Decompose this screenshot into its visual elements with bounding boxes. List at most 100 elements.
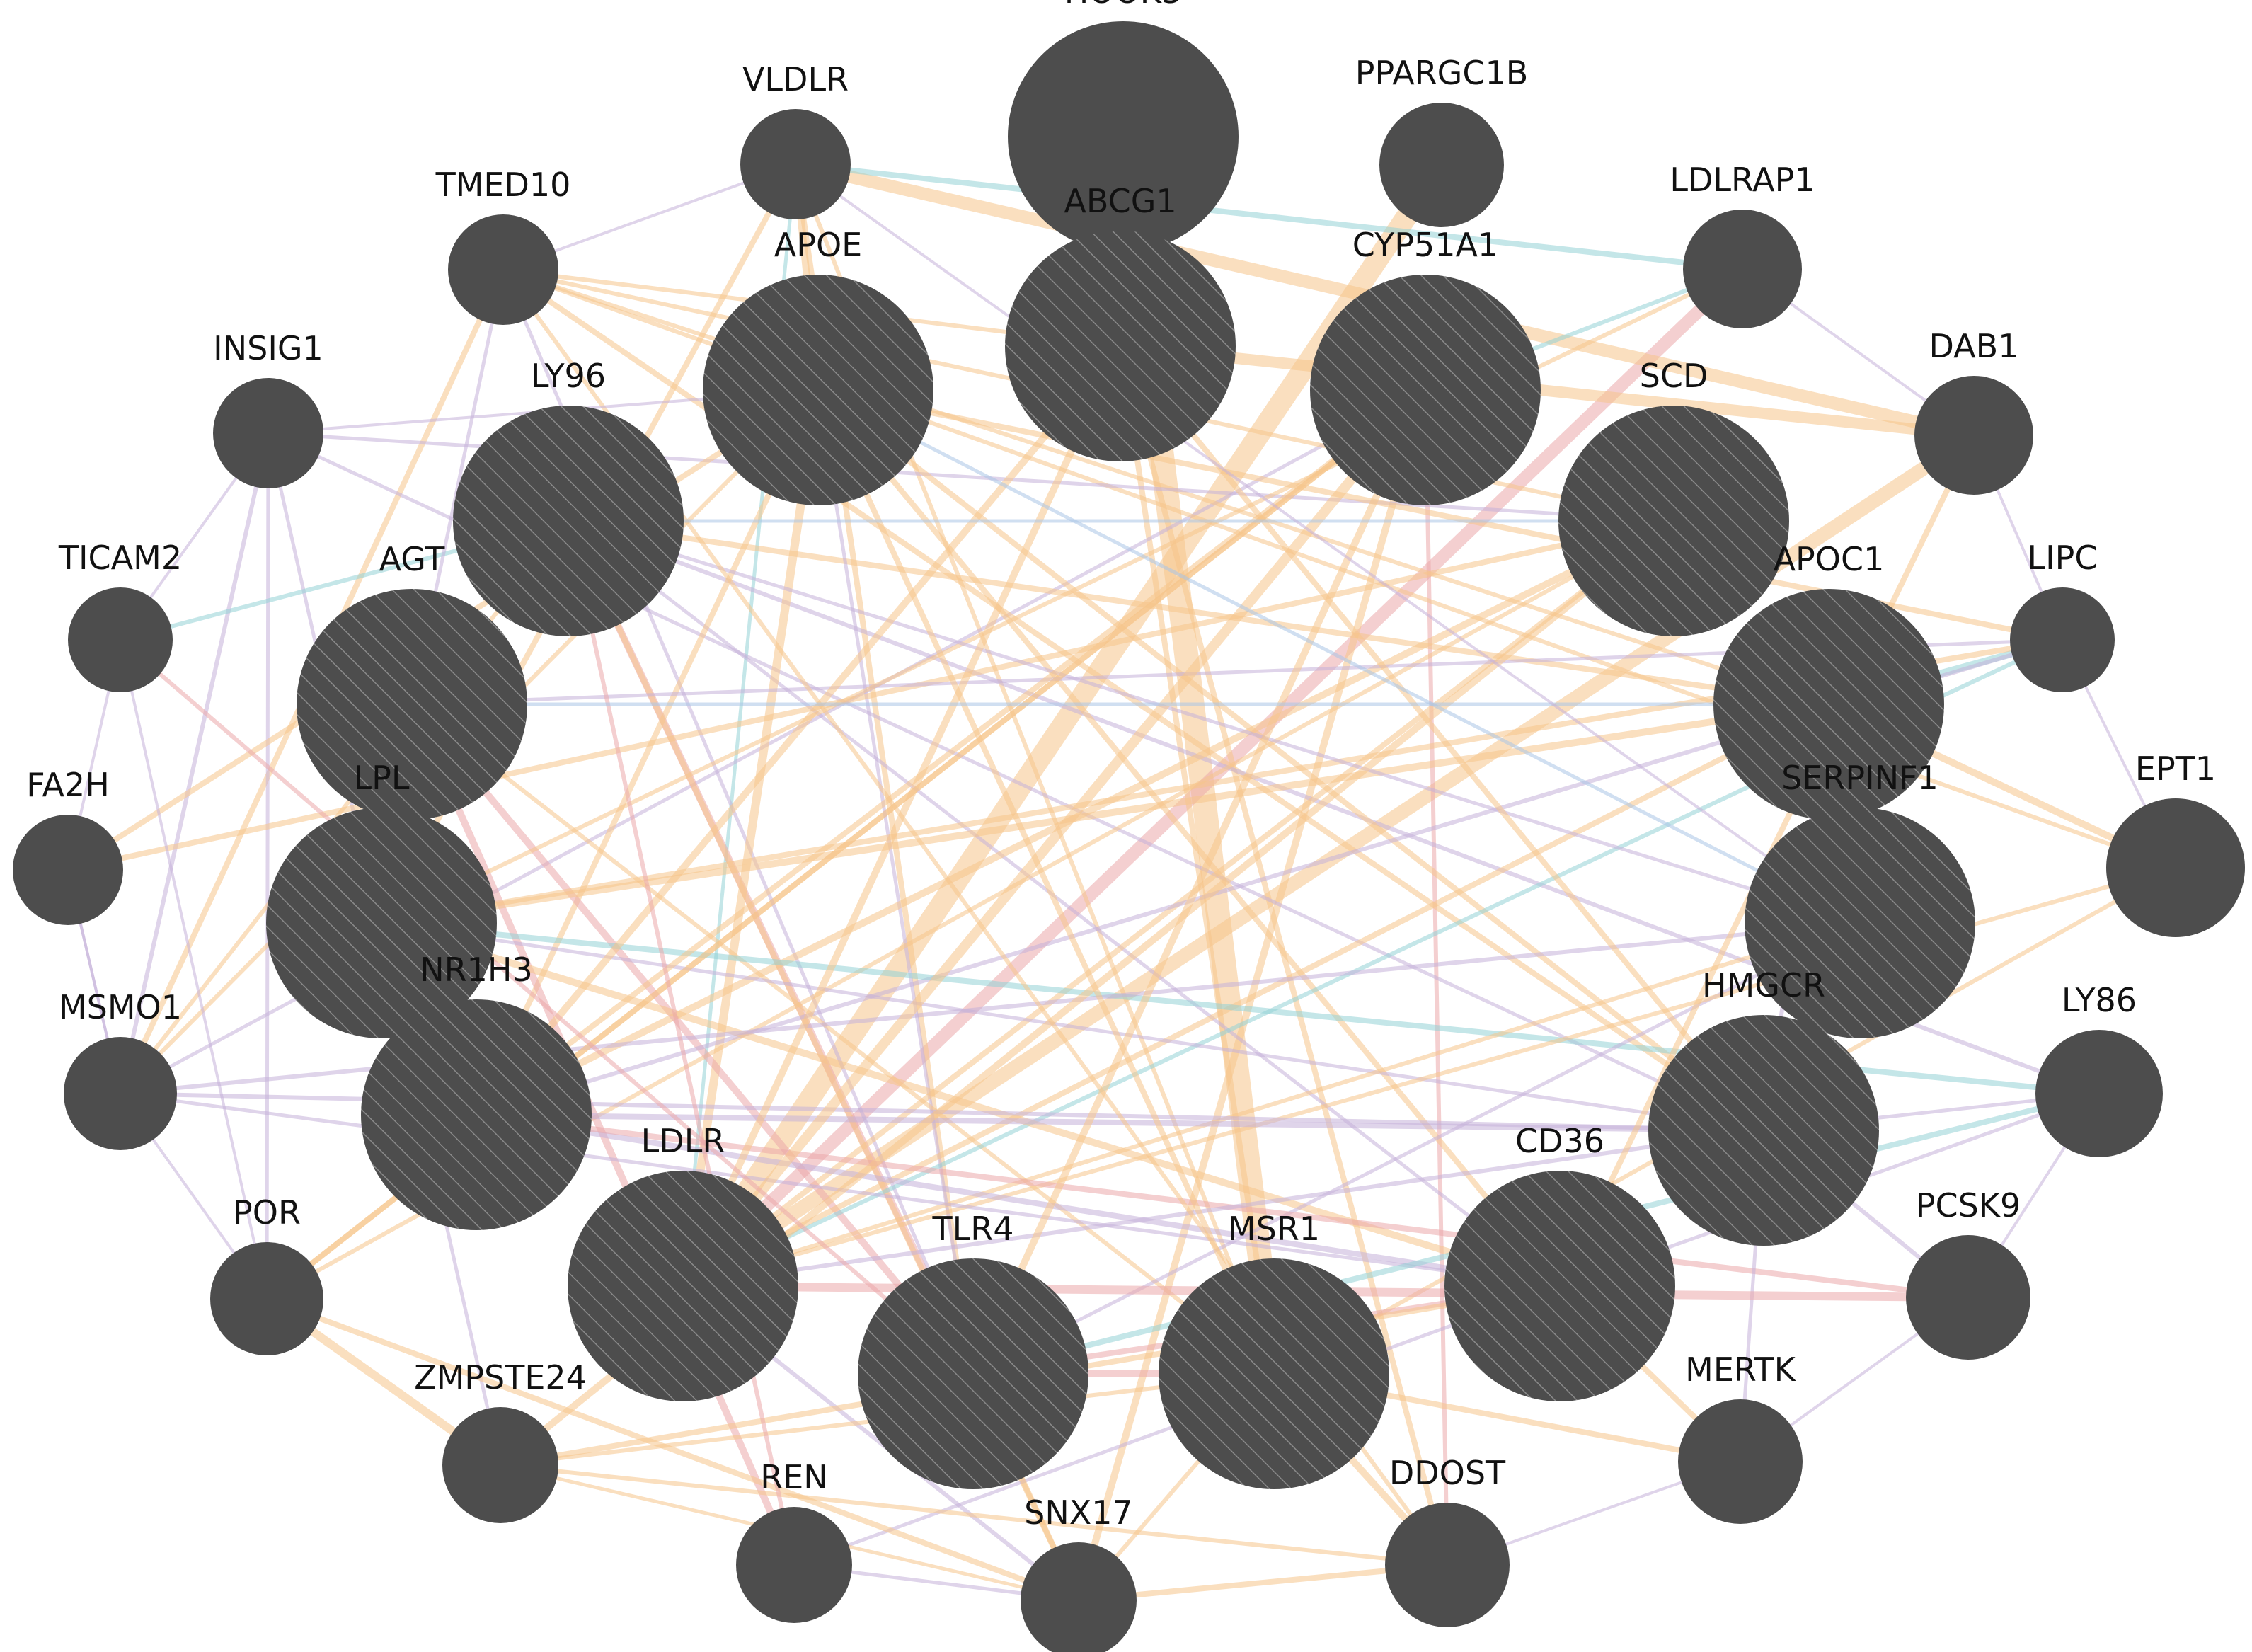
related-gene-circle[interactable] xyxy=(210,1242,323,1355)
related-gene-circle[interactable] xyxy=(1906,1235,2030,1360)
gene-label: CYP51A1 xyxy=(1352,226,1498,264)
related-gene-circle[interactable] xyxy=(68,587,173,692)
gene-label: HOOK3 xyxy=(1064,0,1182,11)
gene-label: MSR1 xyxy=(1228,1210,1320,1248)
edge-por-snx17 xyxy=(264,1296,1081,1603)
edge-msmo1-ly96 xyxy=(118,519,570,1096)
edge-apoe-ldlr xyxy=(679,386,822,1290)
query-gene-circle[interactable] xyxy=(361,999,592,1230)
related-gene-circle[interactable] xyxy=(1683,210,1802,328)
query-gene-circle[interactable] xyxy=(1310,275,1541,505)
related-gene-circle[interactable] xyxy=(2035,1030,2163,1157)
gene-label: DAB1 xyxy=(1929,327,2019,365)
node-ren[interactable]: REN xyxy=(736,1458,852,1623)
node-lipc[interactable]: LIPC xyxy=(2010,539,2115,692)
edge-tlr4-cyp51a1 xyxy=(970,386,1429,1377)
gene-label: APOC1 xyxy=(1774,540,1885,578)
related-gene-circle[interactable] xyxy=(442,1407,558,1523)
node-cd36[interactable]: CD36 xyxy=(1444,1122,1675,1401)
node-scd[interactable]: SCD xyxy=(1558,357,1789,636)
related-gene-circle[interactable] xyxy=(1914,376,2033,495)
node-ldlrap1[interactable]: LDLRAP1 xyxy=(1670,161,1815,328)
query-gene-circle[interactable] xyxy=(266,808,497,1038)
related-gene-circle[interactable] xyxy=(13,815,123,925)
node-serpinf1[interactable]: SERPINF1 xyxy=(1745,759,1975,1038)
edge-zmpste24-ddost xyxy=(498,1463,1449,1567)
edge-abcg1-dab1 xyxy=(1115,340,1980,441)
related-gene-circle[interactable] xyxy=(1008,21,1239,252)
gene-label: PPARGC1B xyxy=(1355,54,1529,92)
query-gene-circle[interactable] xyxy=(453,406,684,636)
gene-label: CD36 xyxy=(1515,1122,1604,1160)
node-hmgcr[interactable]: HMGCR xyxy=(1648,966,1879,1246)
gene-label: PCSK9 xyxy=(1916,1186,2021,1224)
node-tmed10[interactable]: TMED10 xyxy=(435,166,571,325)
edge-ticam2-por xyxy=(119,638,268,1300)
node-pcsk9[interactable]: PCSK9 xyxy=(1906,1186,2030,1360)
query-gene-circle[interactable] xyxy=(297,589,527,820)
node-ly96[interactable]: LY96 xyxy=(453,357,684,636)
query-gene-circle[interactable] xyxy=(1444,1171,1675,1401)
node-vldlr[interactable]: VLDLR xyxy=(740,60,851,219)
related-gene-circle[interactable] xyxy=(448,214,558,325)
related-gene-circle[interactable] xyxy=(740,109,851,219)
node-abcg1[interactable]: ABCG1 xyxy=(1005,182,1236,461)
related-gene-circle[interactable] xyxy=(2106,798,2245,937)
query-gene-circle[interactable] xyxy=(1745,808,1975,1038)
related-gene-circle[interactable] xyxy=(2010,587,2115,692)
node-mertk[interactable]: MERTK xyxy=(1678,1350,1803,1524)
node-ddost[interactable]: DDOST xyxy=(1385,1454,1510,1627)
query-gene-circle[interactable] xyxy=(1005,231,1236,461)
gene-label: TMED10 xyxy=(435,166,571,204)
node-tlr4[interactable]: TLR4 xyxy=(858,1210,1088,1489)
edge-serpinf1-ly96 xyxy=(566,519,1862,925)
query-gene-circle[interactable] xyxy=(1558,406,1789,636)
node-insig1[interactable]: INSIG1 xyxy=(213,329,323,488)
gene-label: LPL xyxy=(354,759,410,797)
gene-label: HMGCR xyxy=(1702,966,1825,1004)
gene-label: LY96 xyxy=(531,357,606,395)
node-cyp51a1[interactable]: CYP51A1 xyxy=(1310,226,1541,505)
query-gene-circle[interactable] xyxy=(1648,1015,1879,1246)
gene-label: AGT xyxy=(379,540,446,578)
node-apoc1[interactable]: APOC1 xyxy=(1713,540,1944,820)
related-gene-circle[interactable] xyxy=(1379,103,1504,227)
edge-ly96-apoc1 xyxy=(565,518,1832,707)
node-snx17[interactable]: SNX17 xyxy=(1021,1493,1137,1652)
edge-hmgcr-ldlr xyxy=(681,1128,1766,1288)
query-gene-circle[interactable] xyxy=(858,1258,1088,1489)
gene-label: LIPC xyxy=(2027,539,2097,577)
node-por[interactable]: POR xyxy=(210,1193,323,1355)
node-ly86[interactable]: LY86 xyxy=(2035,981,2163,1157)
node-apoe[interactable]: APOE xyxy=(703,226,933,505)
query-gene-circle[interactable] xyxy=(1713,589,1944,820)
gene-label: SERPINF1 xyxy=(1781,759,1938,797)
node-ldlr[interactable]: LDLR xyxy=(568,1122,798,1401)
node-zmpste24[interactable]: ZMPSTE24 xyxy=(414,1358,587,1523)
node-msr1[interactable]: MSR1 xyxy=(1159,1210,1389,1489)
query-gene-circle[interactable] xyxy=(1159,1258,1389,1489)
gene-label: NR1H3 xyxy=(420,951,533,989)
query-gene-circle[interactable] xyxy=(703,275,933,505)
node-lpl[interactable]: LPL xyxy=(266,759,497,1038)
related-gene-circle[interactable] xyxy=(1678,1399,1803,1524)
gene-label: SNX17 xyxy=(1024,1493,1133,1532)
related-gene-circle[interactable] xyxy=(1385,1503,1510,1627)
node-agt[interactable]: AGT xyxy=(297,540,527,820)
node-hook3[interactable]: HOOK3 xyxy=(1008,0,1239,252)
node-msmo1[interactable]: MSMO1 xyxy=(59,988,182,1150)
gene-label: ABCG1 xyxy=(1064,182,1176,220)
node-ticam2[interactable]: TICAM2 xyxy=(58,539,182,692)
edge-serpinf1-ldlr xyxy=(681,921,1862,1288)
query-gene-circle[interactable] xyxy=(568,1171,798,1401)
edge-vldlr-serpinf1 xyxy=(794,163,1861,924)
node-ppargc1b[interactable]: PPARGC1B xyxy=(1355,54,1529,227)
related-gene-circle[interactable] xyxy=(213,378,323,488)
related-gene-circle[interactable] xyxy=(1021,1542,1137,1652)
related-gene-circle[interactable] xyxy=(736,1507,852,1623)
node-ept1[interactable]: EPT1 xyxy=(2106,750,2245,937)
node-nr1h3[interactable]: NR1H3 xyxy=(361,951,592,1230)
node-dab1[interactable]: DAB1 xyxy=(1914,327,2033,495)
node-fa2h[interactable]: FA2H xyxy=(13,766,123,925)
related-gene-circle[interactable] xyxy=(64,1037,177,1150)
